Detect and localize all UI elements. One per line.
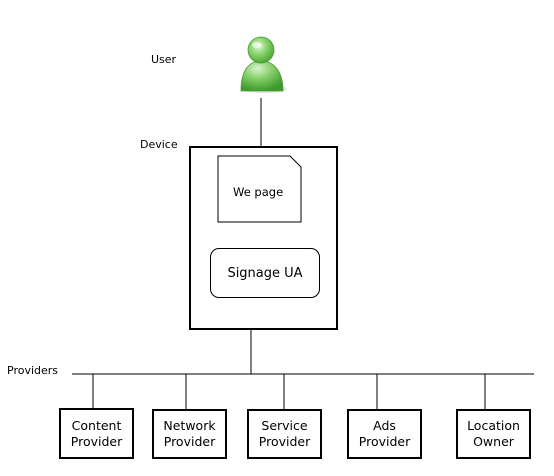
- signage-ua-box: Signage UA: [210, 248, 320, 298]
- ads-provider-box: Ads Provider: [347, 409, 422, 459]
- user-label: User: [151, 53, 177, 66]
- providers-label: Providers: [7, 364, 59, 377]
- signage-ua-label: Signage UA: [227, 265, 303, 281]
- network-provider-box: Network Provider: [152, 409, 227, 459]
- service-provider-box: Service Provider: [247, 409, 322, 459]
- document-icon: [217, 155, 302, 223]
- device-label: Device: [140, 138, 178, 151]
- web-page-label: We page: [233, 185, 284, 199]
- user-icon: [240, 36, 287, 93]
- location-owner-box: Location Owner: [456, 409, 531, 459]
- content-provider-box: Content Provider: [59, 408, 134, 459]
